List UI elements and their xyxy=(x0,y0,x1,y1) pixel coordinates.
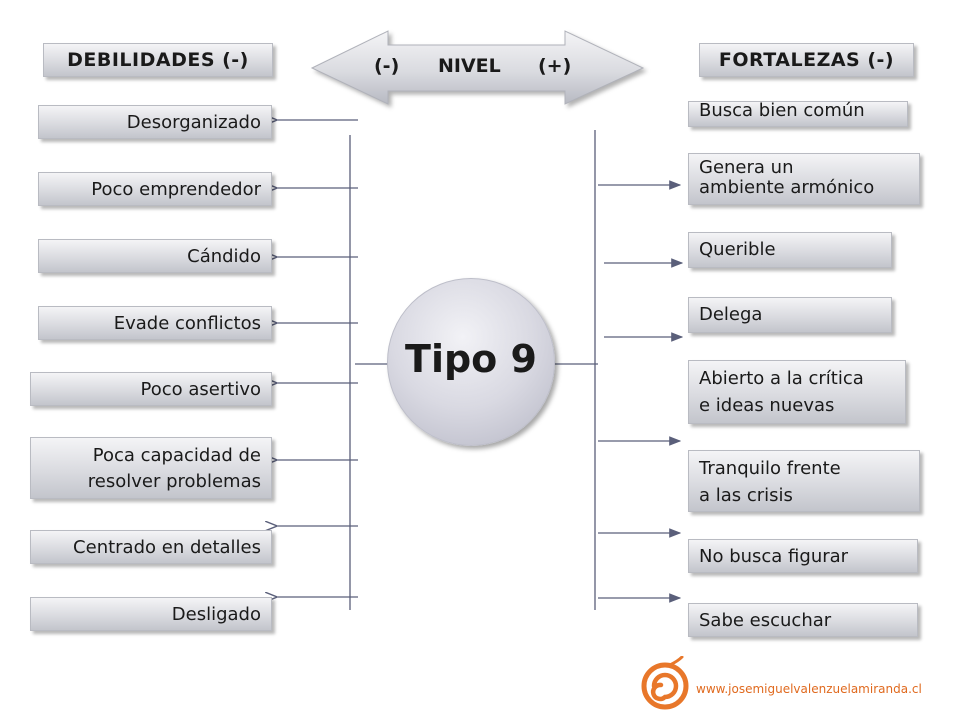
strength-label-line1: Abierto a la crítica xyxy=(699,368,864,389)
strength-label: Querible xyxy=(699,239,776,260)
website-url[interactable]: www.josemiguelvalenzuelamiranda.cl xyxy=(696,682,922,696)
left-arrows xyxy=(276,120,358,597)
weakness-box: Poco emprendedor xyxy=(38,172,272,206)
weakness-box: Evade conflictos xyxy=(38,306,272,340)
weaknesses-header: DEBILIDADES (-) xyxy=(43,43,273,77)
level-plus: (+) xyxy=(538,55,572,77)
level-minus: (-) xyxy=(374,55,400,77)
weakness-box: Desorganizado xyxy=(38,105,272,139)
weakness-box: Cándido xyxy=(38,239,272,273)
strength-label-line1: Genera un xyxy=(699,157,794,178)
strength-label-line2: e ideas nuevas xyxy=(699,395,835,416)
strength-box: Sabe escuchar xyxy=(688,603,918,637)
level-double-arrow xyxy=(310,30,645,105)
weakness-label: Centrado en detalles xyxy=(73,537,261,558)
weakness-label: Poco asertivo xyxy=(140,379,261,400)
weakness-box: Centrado en detalles xyxy=(30,530,272,564)
right-arrows xyxy=(598,180,684,603)
weakness-box: Poco asertivo xyxy=(30,372,272,406)
weakness-label: Desorganizado xyxy=(126,112,261,133)
weakness-label-line2: resolver problemas xyxy=(87,471,261,492)
level-label-row: (-) NIVEL (+) xyxy=(370,55,585,81)
strength-label: Busca bien común xyxy=(699,100,865,121)
strength-box: No busca figurar xyxy=(688,539,918,573)
spiral-logo-icon xyxy=(641,656,689,710)
weakness-label: Cándido xyxy=(187,246,261,267)
strength-box: Busca bien común xyxy=(688,100,908,127)
strength-label: Sabe escuchar xyxy=(699,610,832,631)
weakness-box: Poca capacidad de resolver problemas xyxy=(30,437,272,499)
weakness-label: Desligado xyxy=(171,604,261,625)
weakness-label-line1: Poca capacidad de xyxy=(92,445,261,466)
strength-box: Genera un ambiente armónico xyxy=(688,153,920,205)
strength-label: Delega xyxy=(699,304,763,325)
weakness-label: Evade conflictos xyxy=(113,313,261,334)
center-type-circle: Tipo 9 xyxy=(387,278,555,446)
strengths-header: FORTALEZAS (-) xyxy=(699,43,914,77)
strengths-header-label: FORTALEZAS (-) xyxy=(718,49,895,71)
strength-box: Querible xyxy=(688,232,892,268)
strength-label-line2: ambiente armónico xyxy=(699,177,875,198)
strength-box: Abierto a la crítica e ideas nuevas xyxy=(688,360,906,424)
strength-box: Tranquilo frente a las crisis xyxy=(688,450,920,512)
weakness-box: Desligado xyxy=(30,597,272,631)
weakness-label: Poco emprendedor xyxy=(91,179,261,200)
level-label: NIVEL xyxy=(438,55,501,77)
strength-box: Delega xyxy=(688,297,892,333)
weaknesses-header-label: DEBILIDADES (-) xyxy=(67,49,249,71)
strength-label-line1: Tranquilo frente xyxy=(699,458,841,479)
strength-label-line2: a las crisis xyxy=(699,485,793,506)
strength-label: No busca figurar xyxy=(699,546,849,567)
center-type-label: Tipo 9 xyxy=(405,337,537,381)
